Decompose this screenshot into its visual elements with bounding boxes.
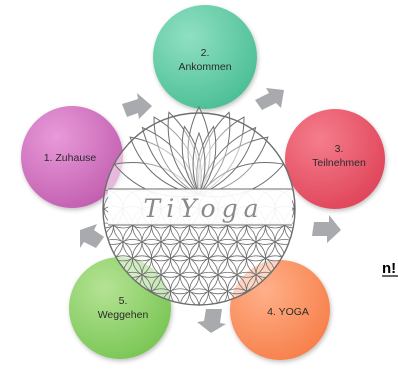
lotus-petal xyxy=(198,126,257,196)
step-zuhause-label: 1. Zuhause xyxy=(44,152,97,164)
flower-of-life-circle xyxy=(198,288,238,305)
lotus-petals xyxy=(113,105,285,198)
lotus-petal xyxy=(192,131,206,197)
step-ankommen-label-2: Ankommen xyxy=(178,61,231,73)
lotus-petal xyxy=(167,111,201,197)
step-zuhause xyxy=(21,106,123,208)
step-weggehen-label-1: 5. xyxy=(119,295,128,307)
lotus-petal xyxy=(196,125,217,197)
cut-off-text: n! xyxy=(382,260,396,277)
step-ankommen-label-1: 2. xyxy=(201,47,210,59)
lotus-emblem: TiYoga xyxy=(102,105,296,306)
brand-band xyxy=(108,189,292,225)
brand-logo-text: TiYoga xyxy=(144,194,265,223)
cycle-arrows xyxy=(80,88,341,333)
flower-of-life-circle xyxy=(217,288,257,305)
step-weggehen-label-2: Weggehen xyxy=(98,309,149,321)
step-teilnehmen xyxy=(285,109,385,209)
flower-of-life-circle xyxy=(179,288,219,305)
emblem-outer-ring xyxy=(102,112,296,306)
flower-of-life-circle xyxy=(141,288,181,305)
step-yoga-label: 4. YOGA xyxy=(267,306,309,318)
arrow-ankommen-to-teilnehmen xyxy=(255,88,284,110)
arrow-yoga-to-weggehen xyxy=(197,309,226,333)
flower-of-life-circle xyxy=(160,288,200,305)
step-teilnehmen-label-1: 3. xyxy=(335,143,344,155)
arrow-weggehen-to-zuhause xyxy=(80,224,104,248)
arrow-zuhause-to-ankommen xyxy=(122,93,152,119)
step-ankommen xyxy=(153,5,257,109)
step-teilnehmen-label-2: Teilnehmen xyxy=(312,157,366,169)
arrow-teilnehmen-to-yoga xyxy=(312,215,341,243)
